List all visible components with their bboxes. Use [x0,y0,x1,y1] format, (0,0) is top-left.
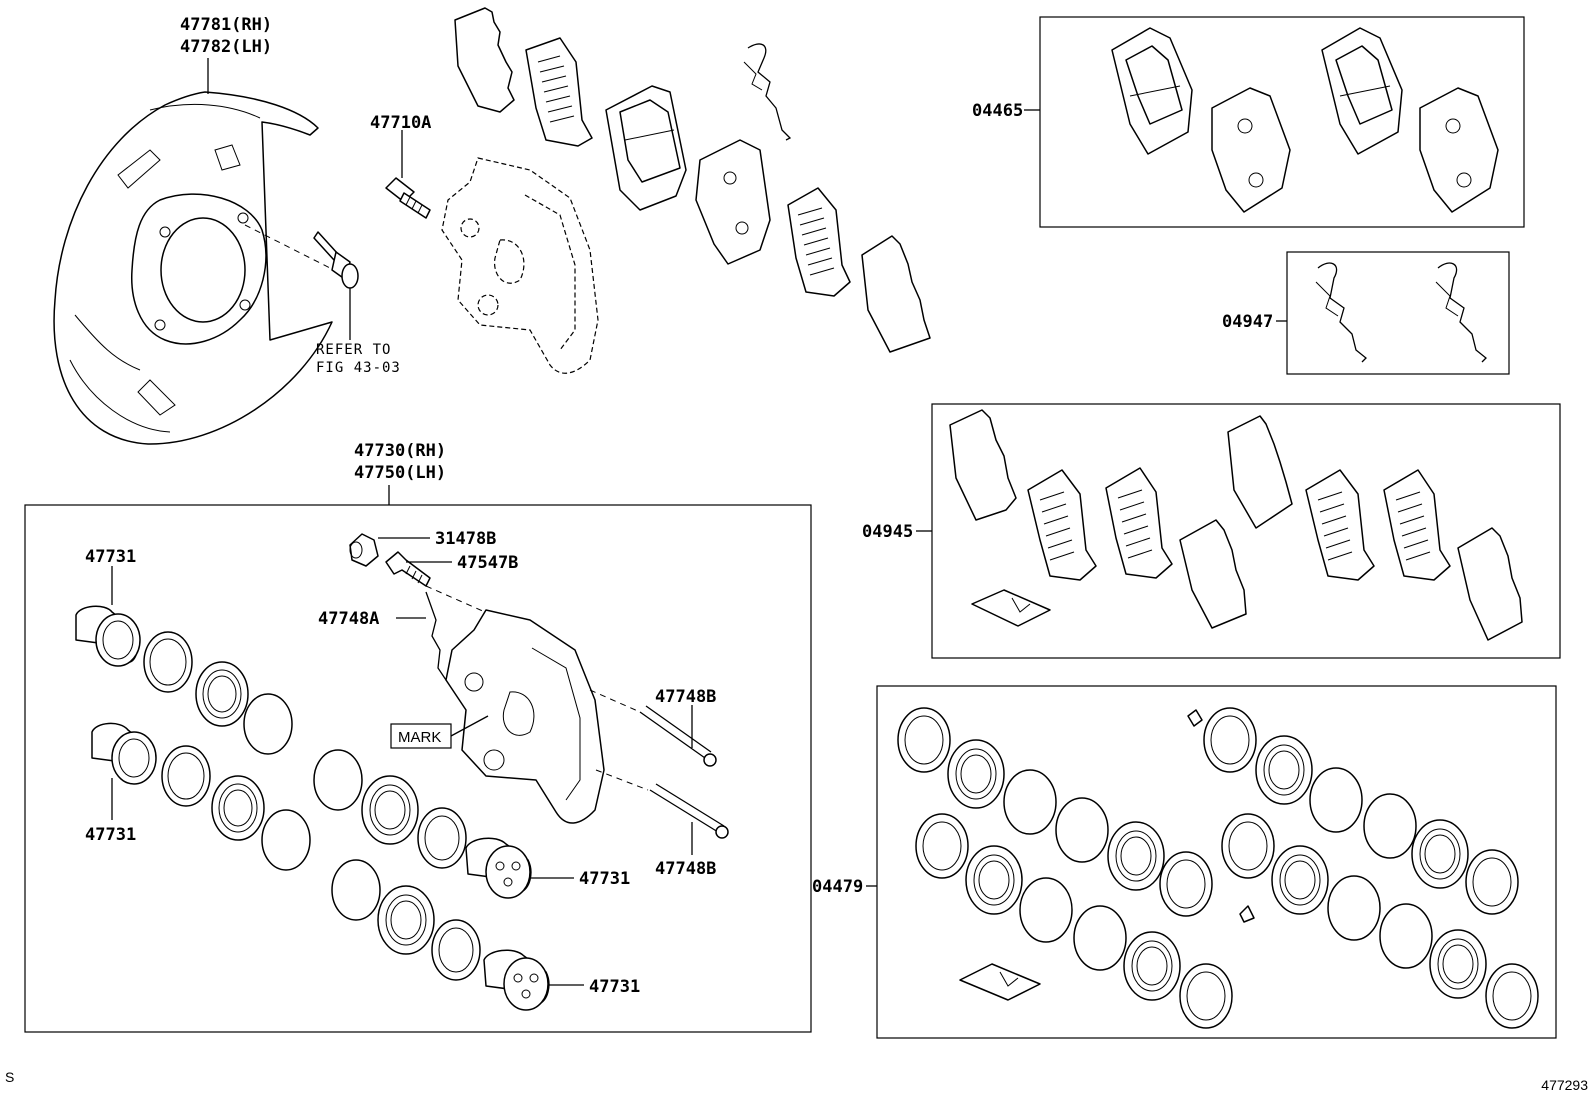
kit-04465-box [1039,16,1525,228]
label-47750: 47750(LH) [354,463,446,483]
kit-04479-seals [897,707,1539,1029]
kit-04947-box [1286,251,1510,375]
label-04947: 04947 [1222,312,1273,332]
label-47731-lower-left: 47731 [85,825,136,845]
label-47731-upper-left: 47731 [85,547,136,567]
label-47782: 47782(LH) [180,37,272,57]
kit-04479-box [876,685,1557,1039]
refer-line-1: REFER TO [316,342,391,358]
kit-04947-clips [1315,262,1487,363]
label-47731-middle: 47731 [579,869,630,889]
dust-cover-bolt [244,224,359,340]
refer-line-2: FIG 43-03 [316,360,401,376]
label-47710a: 47710A [370,113,431,133]
caliper-assembly [75,533,729,1011]
label-47748a: 47748A [318,609,379,629]
label-47730: 47730(RH) [354,441,446,461]
label-47547b: 47547B [457,553,518,573]
kit-04465-pads [1111,27,1499,213]
caliper-mounting-bolt [385,130,431,219]
kit-04945-shims [949,409,1523,641]
label-47748b-top: 47748B [655,687,716,707]
label-31478b: 31478B [435,529,496,549]
top-caliper [441,157,599,374]
label-04465: 04465 [972,101,1023,121]
label-04479: 04479 [812,877,863,897]
dust-cover [53,91,333,445]
label-47748b-bottom: 47748B [655,859,716,879]
figure-id: 477293 [1541,1077,1588,1093]
label-47731-bottom: 47731 [589,977,640,997]
top-pads [454,7,931,353]
label-47781: 47781(RH) [180,15,272,35]
label-04945: 04945 [862,522,913,542]
corner-mark: S [5,1069,14,1085]
caliper-assembly-box [24,504,812,1033]
mark-label: MARK [398,729,441,746]
